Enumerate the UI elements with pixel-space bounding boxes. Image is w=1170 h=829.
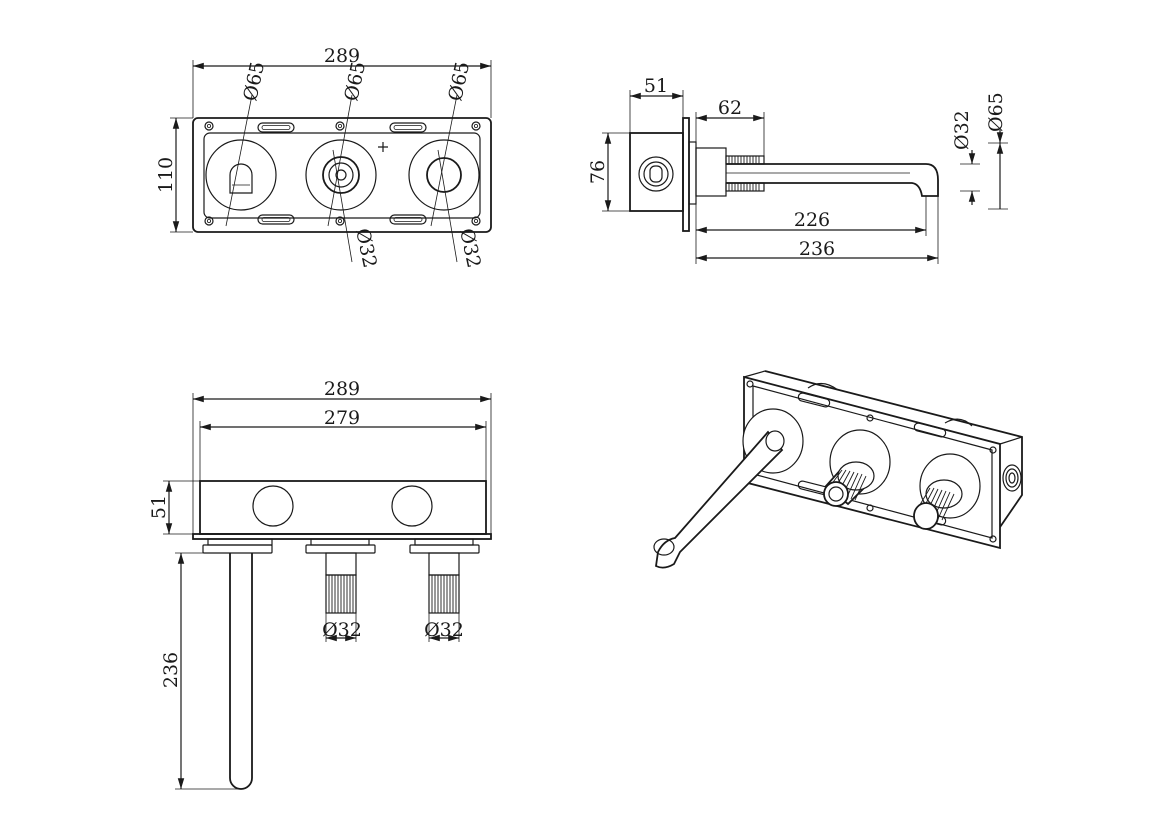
top-knob-right-dia-label: Ø32 xyxy=(424,619,464,641)
side-view: 51 62 76 Ø32 Ø65 226 236 xyxy=(587,75,1008,264)
front-plate xyxy=(192,117,492,233)
front-height-label: 110 xyxy=(155,157,177,193)
side-height-label: 76 xyxy=(587,160,609,184)
top-plate xyxy=(192,533,492,540)
center-mark xyxy=(378,142,388,152)
mounting-slots xyxy=(257,122,427,225)
dia-right-small-label: Ø32 xyxy=(455,226,485,269)
side-depth-label: 51 xyxy=(644,75,668,97)
top-inner-width-label: 279 xyxy=(324,407,360,429)
front-view: 289 110 Ø65 Ø65 Ø65 Ø32 Ø32 xyxy=(155,45,492,270)
isometric-view xyxy=(653,370,1023,569)
top-spout-length-label: 236 xyxy=(160,652,182,688)
side-body xyxy=(629,132,684,212)
right-knob xyxy=(426,157,462,193)
iso-knob-mid xyxy=(823,481,849,507)
right-rosette xyxy=(408,139,480,211)
side-spout-reach-label: 226 xyxy=(794,209,830,231)
top-knob-left-stem xyxy=(325,552,357,576)
side-knob-dia-label: Ø32 xyxy=(951,110,973,150)
middle-rosette xyxy=(305,139,377,211)
top-depth-label: 51 xyxy=(148,495,170,519)
side-total-reach-label: 236 xyxy=(799,238,835,260)
side-rosette-dia-label: Ø65 xyxy=(985,92,1007,132)
side-knob-offset-label: 62 xyxy=(718,97,742,119)
screw-icons xyxy=(204,121,481,226)
iso-spout xyxy=(655,430,784,569)
dia-mid-small-label: Ø32 xyxy=(351,226,381,269)
iso-knob-right xyxy=(913,502,939,530)
side-flange xyxy=(682,117,690,232)
top-body xyxy=(199,480,487,535)
top-knob-right-stem xyxy=(428,552,460,576)
top-outer-width-label: 289 xyxy=(324,378,360,400)
spout-outlet xyxy=(229,163,253,194)
top-knob-left-dia-label: Ø32 xyxy=(322,619,362,641)
top-view: 289 279 51 236 Ø32 Ø32 xyxy=(148,378,492,790)
left-rosette xyxy=(205,139,277,211)
front-width-label: 289 xyxy=(324,45,360,67)
top-spout xyxy=(229,553,253,790)
middle-knob xyxy=(322,156,360,194)
